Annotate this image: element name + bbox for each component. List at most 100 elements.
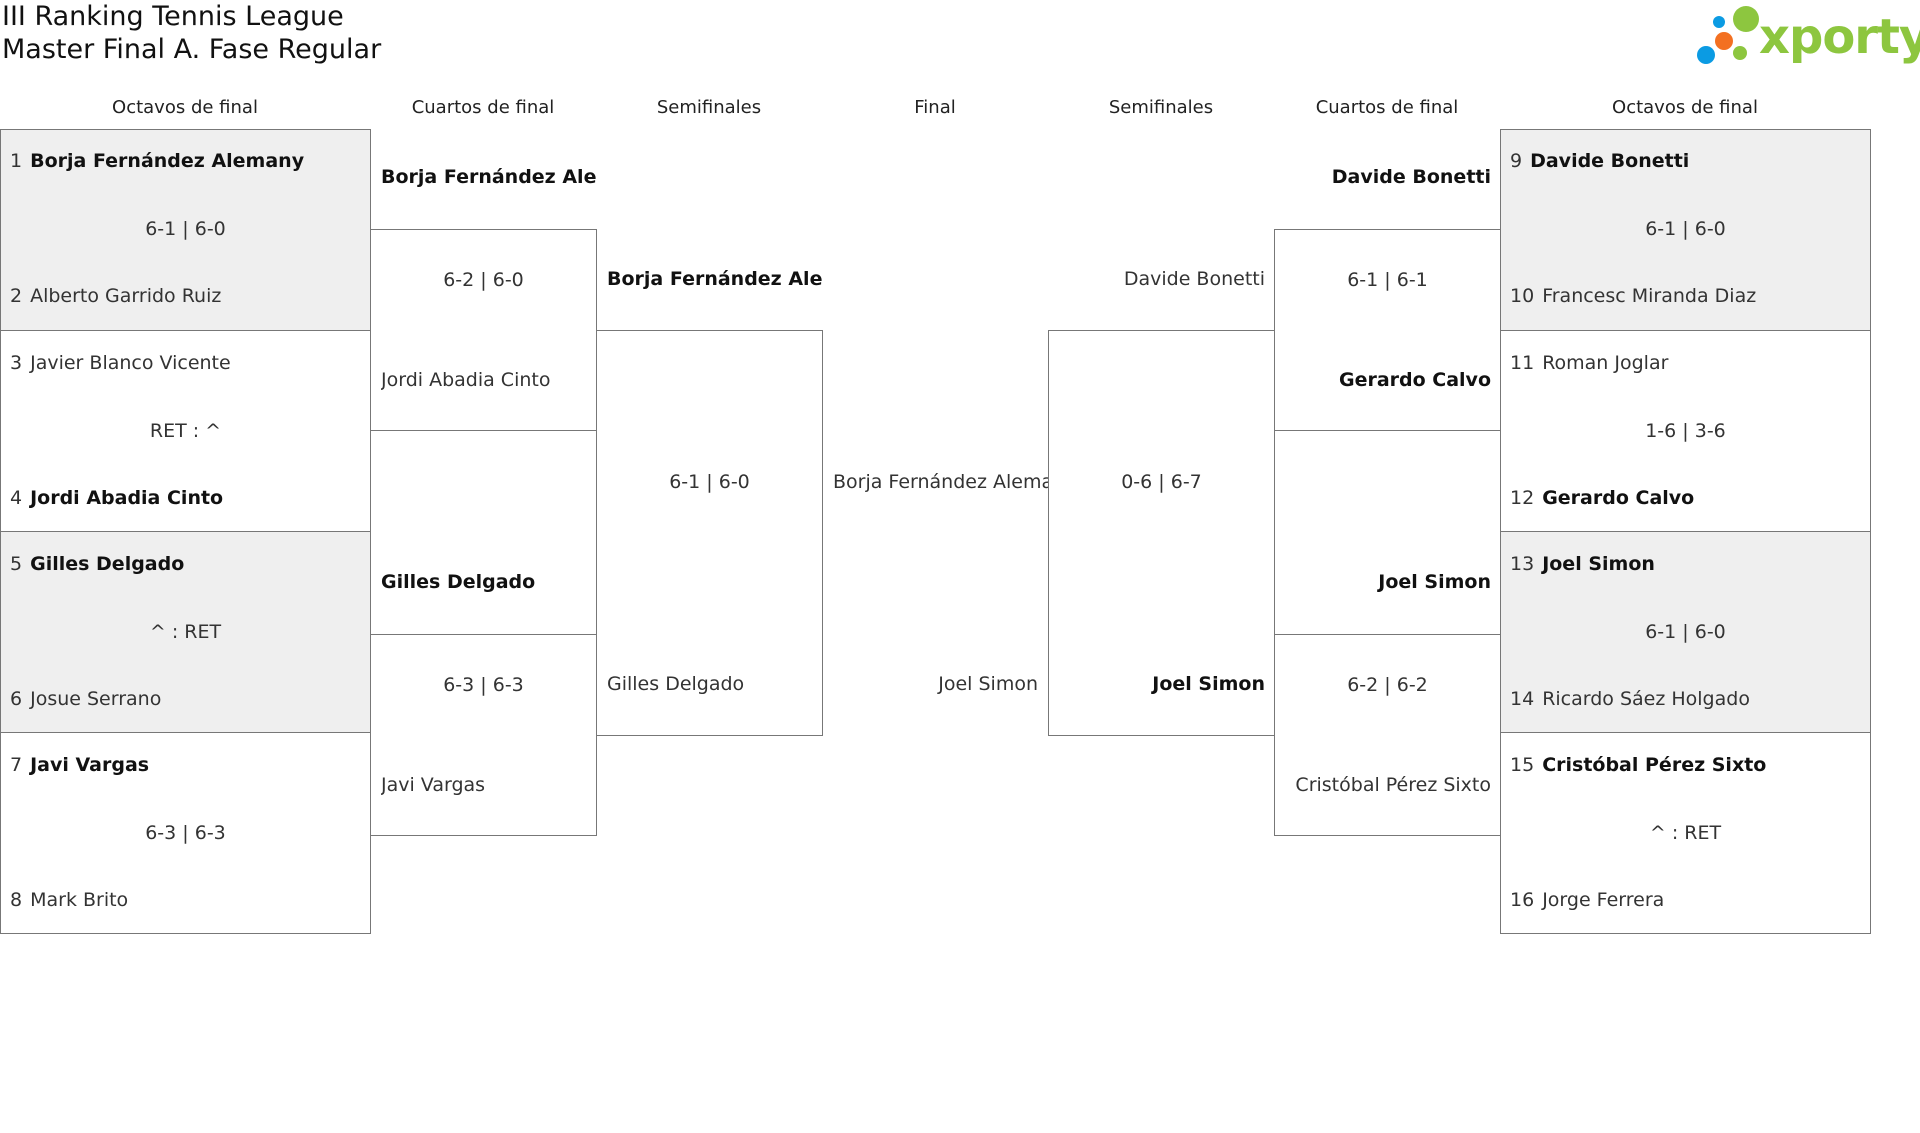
player-name[interactable]: 2 Alberto Garrido Ruiz (10, 283, 365, 309)
player-name-text: Ricardo Sáez Holgado (1542, 688, 1750, 710)
match-score: 1-6 | 3-6 (1645, 420, 1726, 442)
match-right-sf[interactable] (1048, 330, 1275, 736)
player-name[interactable]: 4 Jordi Abadia Cinto (10, 485, 365, 511)
logo-dot-orange-icon (1715, 32, 1733, 50)
logo-dot-green-small-icon (1733, 46, 1747, 60)
match-left-r16-3[interactable] (0, 531, 371, 733)
player-name[interactable]: 10 Francesc Miranda Diaz (1510, 283, 1865, 309)
match-score: RET : ^ (149, 420, 222, 442)
match-score: 6-3 | 6-3 (145, 822, 226, 844)
player-name[interactable]: 12 Gerardo Calvo (1510, 485, 1865, 511)
player-name-text: Mark Brito (30, 889, 129, 911)
match-left-qf-2[interactable] (370, 634, 597, 836)
player-seed: 11 (1510, 352, 1535, 374)
player-name[interactable]: Javi Vargas (381, 774, 486, 796)
match-right-qf-1[interactable] (1274, 229, 1501, 431)
page-subtitle: Master Final A. Fase Regular (2, 34, 382, 65)
match-score: 6-1 | 6-1 (1347, 269, 1428, 291)
round-header-right-r16: Octavos de final (1612, 97, 1758, 118)
match-score: ^ : RET (149, 621, 222, 643)
player-name[interactable]: Davide Bonetti (1123, 268, 1265, 290)
player-name[interactable]: 15 Cristóbal Pérez Sixto (1510, 752, 1865, 778)
player-name[interactable]: 1 Borja Fernández Alemany (10, 148, 365, 174)
player-name-text: Francesc Miranda Diaz (1542, 285, 1757, 307)
logo-dot-blue-small-icon (1713, 16, 1725, 28)
player-name-text: Josue Serrano (30, 688, 162, 710)
match-score: ^ : RET (1649, 822, 1722, 844)
player-seed: 1 (10, 150, 23, 172)
player-seed: 12 (1510, 487, 1535, 509)
player-name[interactable]: Gerardo Calvo (1338, 369, 1491, 391)
player-name[interactable]: Joel Simon (1378, 571, 1491, 593)
player-name[interactable]: 7 Javi Vargas (10, 752, 365, 778)
match-right-r16-4[interactable] (1500, 732, 1871, 934)
match-score: 6-3 | 6-3 (443, 674, 524, 696)
player-name-text: Joel Simon (1542, 553, 1655, 575)
player-seed: 2 (10, 285, 23, 307)
player-name[interactable]: 14 Ricardo Sáez Holgado (1510, 686, 1865, 712)
player-name[interactable]: Borja Fernández Alemany (607, 268, 822, 290)
round-header-right-qf: Cuartos de final (1315, 97, 1459, 118)
match-right-r16-1[interactable] (1500, 129, 1871, 331)
player-name[interactable]: 11 Roman Joglar (1510, 350, 1865, 376)
player-name[interactable]: Davide Bonetti (1331, 166, 1491, 188)
player-name[interactable]: 13 Joel Simon (1510, 551, 1865, 577)
player-seed: 3 (10, 352, 23, 374)
player-seed: 16 (1510, 889, 1535, 911)
player-name[interactable]: 5 Gilles Delgado (10, 551, 365, 577)
match-score: 6-2 | 6-2 (1347, 674, 1428, 696)
logo-text: xporty (1759, 9, 1920, 65)
player-name[interactable]: 9 Davide Bonetti (1510, 148, 1865, 174)
player-name-text: Cristóbal Pérez Sixto (1542, 754, 1767, 776)
player-seed: 13 (1510, 553, 1535, 575)
match-score: 6-1 | 6-0 (1645, 218, 1726, 240)
player-seed: 6 (10, 688, 23, 710)
player-name[interactable]: Gilles Delgado (607, 673, 745, 695)
final-player-name[interactable]: Borja Fernández Alemany (833, 471, 1048, 493)
player-name-text: Alberto Garrido Ruiz (30, 285, 222, 307)
player-name[interactable]: Gilles Delgado (381, 571, 536, 593)
player-name-text: Roman Joglar (1542, 352, 1669, 374)
round-header-final: Final (914, 97, 956, 118)
round-header-left-r16: Octavos de final (112, 97, 258, 118)
player-seed: 15 (1510, 754, 1535, 776)
match-score: 6-1 | 6-0 (1645, 621, 1726, 643)
player-name[interactable]: 16 Jorge Ferrera (1510, 887, 1865, 913)
player-name[interactable]: 3 Javier Blanco Vicente (10, 350, 365, 376)
match-score: 6-1 | 6-0 (669, 471, 750, 493)
player-name[interactable]: Joel Simon (1152, 673, 1265, 695)
round-header-left-sf: Semifinales (656, 97, 762, 118)
player-name[interactable]: 8 Mark Brito (10, 887, 365, 913)
match-right-r16-3[interactable] (1500, 531, 1871, 733)
match-score: 6-1 | 6-0 (145, 218, 226, 240)
player-name-text: Gilles Delgado (30, 553, 185, 575)
logo-dot-green-icon (1733, 6, 1759, 32)
player-name-text: Borja Fernández Alemany (30, 150, 305, 172)
player-name[interactable]: 6 Josue Serrano (10, 686, 365, 712)
player-name[interactable]: Jordi Abadia Cinto (381, 369, 551, 391)
final-player-name[interactable]: Joel Simon (938, 673, 1038, 695)
page-title: III Ranking Tennis League (2, 1, 344, 32)
player-name-text: Jordi Abadia Cinto (30, 487, 224, 509)
player-name[interactable]: Borja Fernández Alemany (381, 166, 596, 188)
player-name-text: Javier Blanco Vicente (30, 352, 231, 374)
player-seed: 4 (10, 487, 23, 509)
match-left-sf[interactable] (596, 330, 823, 736)
xporty-logo: xporty (1695, 4, 1920, 70)
player-seed: 7 (10, 754, 23, 776)
player-name[interactable]: Cristóbal Pérez Sixto (1295, 774, 1491, 796)
match-right-qf-2[interactable] (1274, 634, 1501, 836)
match-left-r16-1[interactable] (0, 129, 371, 331)
player-seed: 9 (1510, 150, 1523, 172)
player-name-text: Davide Bonetti (1530, 150, 1690, 172)
round-header-left-qf: Cuartos de final (411, 97, 555, 118)
player-seed: 10 (1510, 285, 1535, 307)
player-seed: 5 (10, 553, 23, 575)
player-seed: 8 (10, 889, 23, 911)
match-left-qf-1[interactable] (370, 229, 597, 431)
player-name-text: Gerardo Calvo (1542, 487, 1695, 509)
player-seed: 14 (1510, 688, 1535, 710)
player-name-text: Jorge Ferrera (1542, 889, 1665, 911)
player-name-text: Javi Vargas (30, 754, 150, 776)
match-score: 0-6 | 6-7 (1121, 471, 1202, 493)
